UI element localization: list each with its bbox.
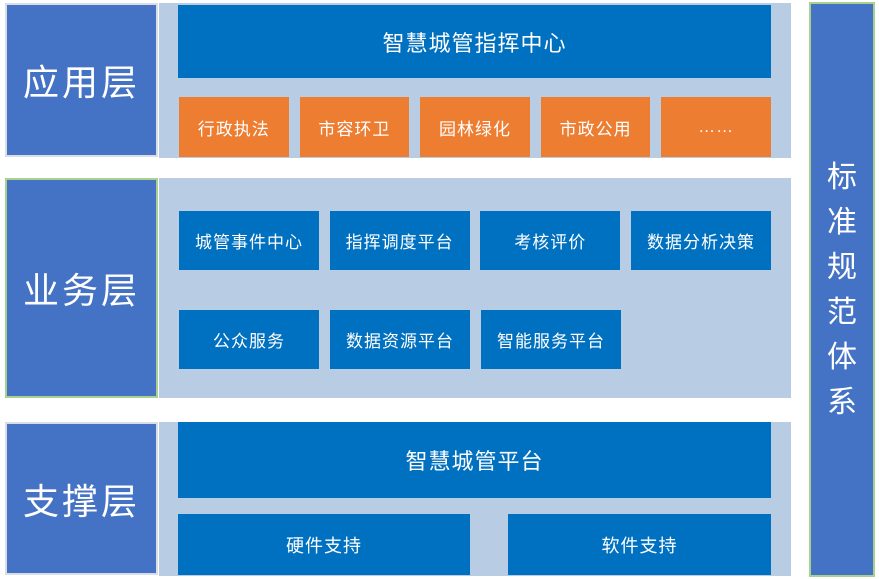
item-event-center: 城管事件中心 xyxy=(179,211,319,270)
standards-system-bar: 标 准 规 范 体 系 xyxy=(809,2,875,577)
item-dispatch-platform: 指挥调度平台 xyxy=(329,211,470,270)
business-items-row-1: 城管事件中心 指挥调度平台 考核评价 数据分析决策 xyxy=(179,211,771,270)
item-assessment-evaluation: 考核评价 xyxy=(480,211,621,270)
item-city-appearance-sanitation: 市容环卫 xyxy=(299,97,410,157)
standards-bar-char: 范 xyxy=(827,295,857,329)
standards-bar-char: 体 xyxy=(827,340,857,374)
layer-label-business: 业务层 xyxy=(5,178,158,398)
business-items-row-2: 公众服务 数据资源平台 智能服务平台 xyxy=(179,310,771,369)
item-administrative-enforcement: 行政执法 xyxy=(179,97,289,157)
command-center-bar: 智慧城管指挥中心 xyxy=(178,5,771,78)
application-items-row: 行政执法 市容环卫 园林绿化 市政公用 …… xyxy=(179,97,771,157)
layer-label-application: 应用层 xyxy=(5,3,158,157)
item-ellipsis: …… xyxy=(661,97,771,157)
standards-bar-char: 标 xyxy=(827,160,857,194)
standards-bar-char: 规 xyxy=(827,250,857,284)
standards-bar-char: 系 xyxy=(827,385,857,419)
item-hardware-support: 硬件支持 xyxy=(178,514,470,575)
item-smart-service-platform: 智能服务平台 xyxy=(481,310,621,369)
item-software-support: 软件支持 xyxy=(508,514,771,575)
item-municipal-utilities: 市政公用 xyxy=(540,97,651,157)
item-landscaping: 园林绿化 xyxy=(420,97,530,157)
layer-label-support: 支撑层 xyxy=(5,422,158,575)
item-public-service: 公众服务 xyxy=(179,310,319,369)
item-data-resource-platform: 数据资源平台 xyxy=(330,310,470,369)
smart-platform-bar: 智慧城管平台 xyxy=(178,422,771,498)
standards-bar-char: 准 xyxy=(827,205,857,239)
item-data-analysis-decision: 数据分析决策 xyxy=(630,211,771,270)
